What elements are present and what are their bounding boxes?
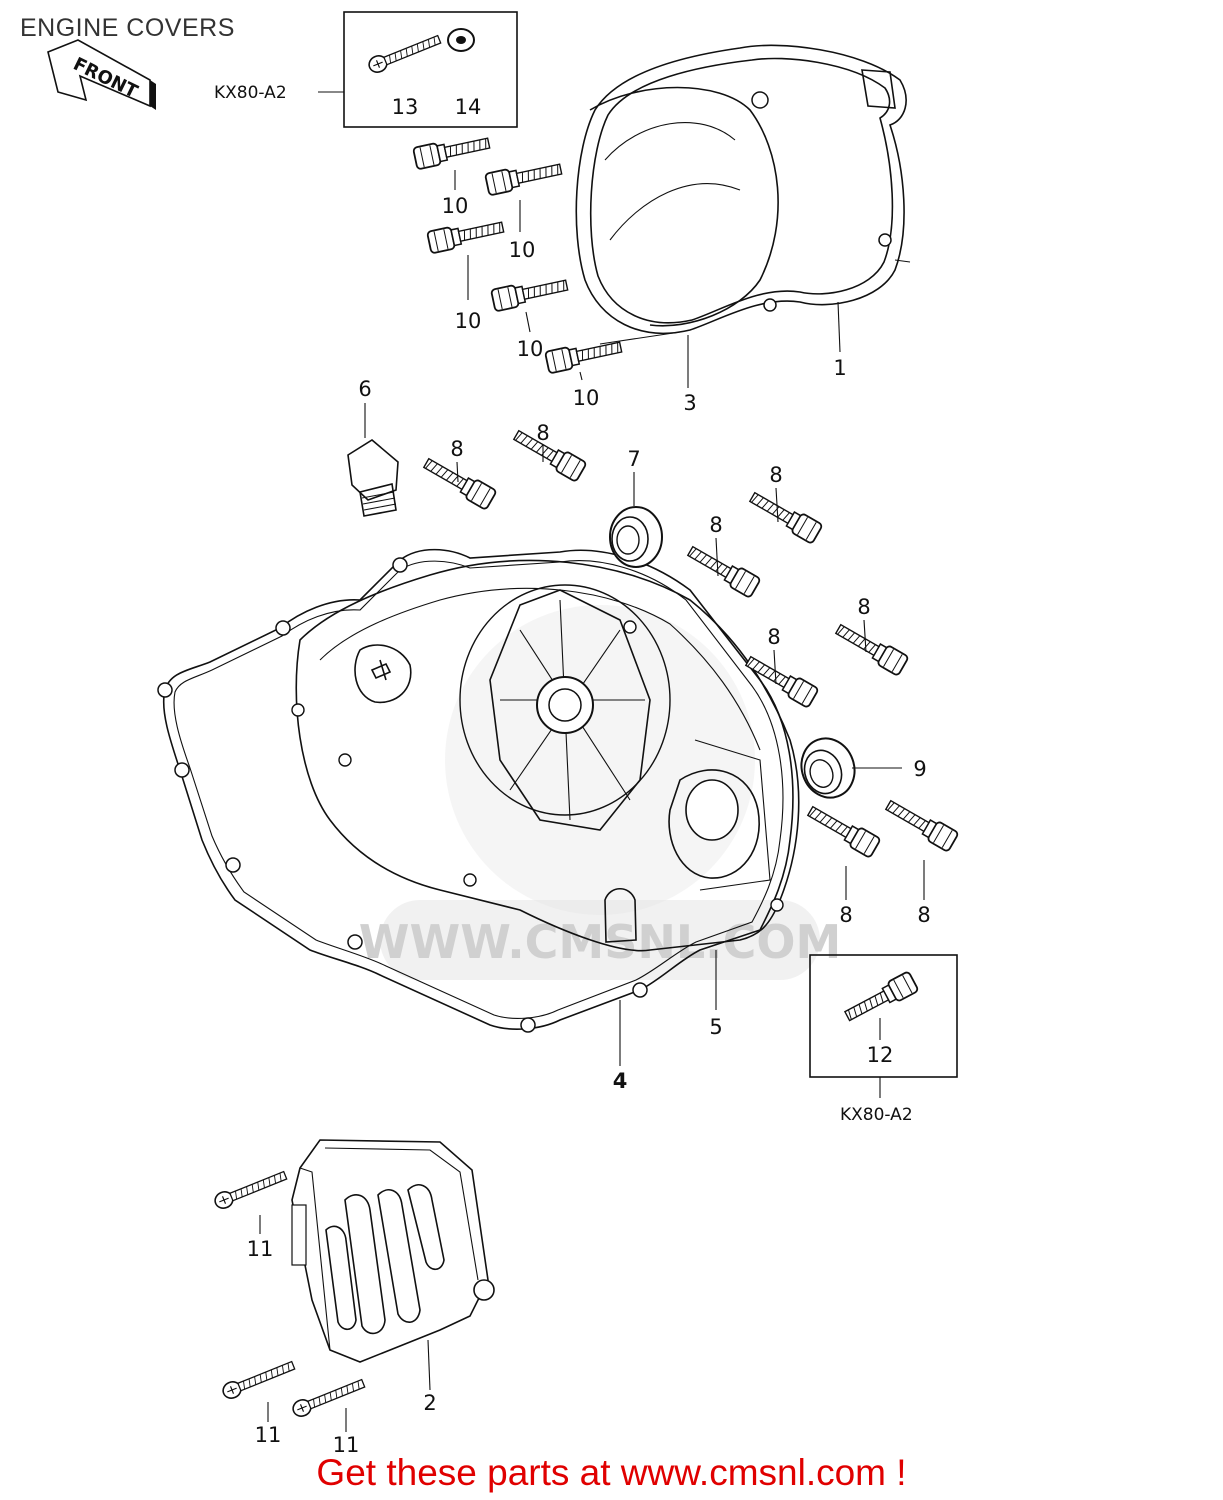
callout-10c: 10 [455, 309, 482, 333]
callout-11c: 11 [333, 1433, 360, 1457]
callout-8h: 8 [917, 903, 930, 927]
callout-10a: 10 [442, 194, 469, 218]
callout-8f: 8 [767, 625, 780, 649]
callout-13: 13 [392, 95, 419, 119]
clutch-cover [291, 559, 800, 952]
callout-9: 9 [913, 757, 926, 781]
callout-8e: 8 [857, 595, 870, 619]
callout-8c: 8 [769, 463, 782, 487]
screw-11-group [211, 1167, 367, 1432]
callout-10d: 10 [517, 337, 544, 361]
callout-1: 1 [833, 356, 846, 380]
model-label-bottom: KX80-A2 [840, 1105, 913, 1125]
callout-5: 5 [709, 1015, 722, 1039]
sprocket-cover [291, 1139, 495, 1391]
page-title: ENGINE COVERS [20, 14, 235, 42]
bolt-8-group [419, 424, 960, 900]
callout-8b: 8 [536, 421, 549, 445]
callout-11a: 11 [247, 1237, 274, 1261]
callout-8a: 8 [450, 437, 463, 461]
model-box-bottom: KX80-A2 [809, 954, 958, 1125]
model-label-top: KX80-A2 [214, 83, 287, 103]
callout-4: 4 [613, 1069, 628, 1093]
callout-8d: 8 [709, 513, 722, 537]
callout-12: 12 [867, 1043, 894, 1067]
callout-3: 3 [683, 391, 696, 415]
callout-14: 14 [455, 95, 482, 119]
callout-7: 7 [627, 447, 640, 471]
callout-11b: 11 [255, 1423, 282, 1447]
watermark: WWW.CMSNL.COM [359, 605, 842, 980]
magneto-cover [575, 44, 911, 335]
front-arrow-icon: FRONT [47, 39, 156, 110]
callout-2: 2 [423, 1391, 436, 1415]
model-box-top: KX80-A2 [214, 11, 518, 128]
oil-seal-9 [792, 729, 902, 807]
oil-filler-cap [347, 403, 399, 517]
callout-6: 6 [358, 377, 371, 401]
bolt-10-group [412, 131, 681, 381]
callout-labels: 1 2 3 4 5 6 7 8 8 8 8 8 8 8 8 9 10 10 10… [247, 95, 931, 1457]
watermark-text: WWW.CMSNL.COM [359, 915, 842, 969]
clutch-cover-gasket [157, 548, 794, 1033]
footer-cta-link[interactable]: Get these parts at www.cmsnl.com ! [316, 1452, 907, 1493]
callout-10b: 10 [509, 238, 536, 262]
callout-8g: 8 [839, 903, 852, 927]
callout-10e: 10 [573, 386, 600, 410]
oil-seal-7 [609, 472, 663, 568]
